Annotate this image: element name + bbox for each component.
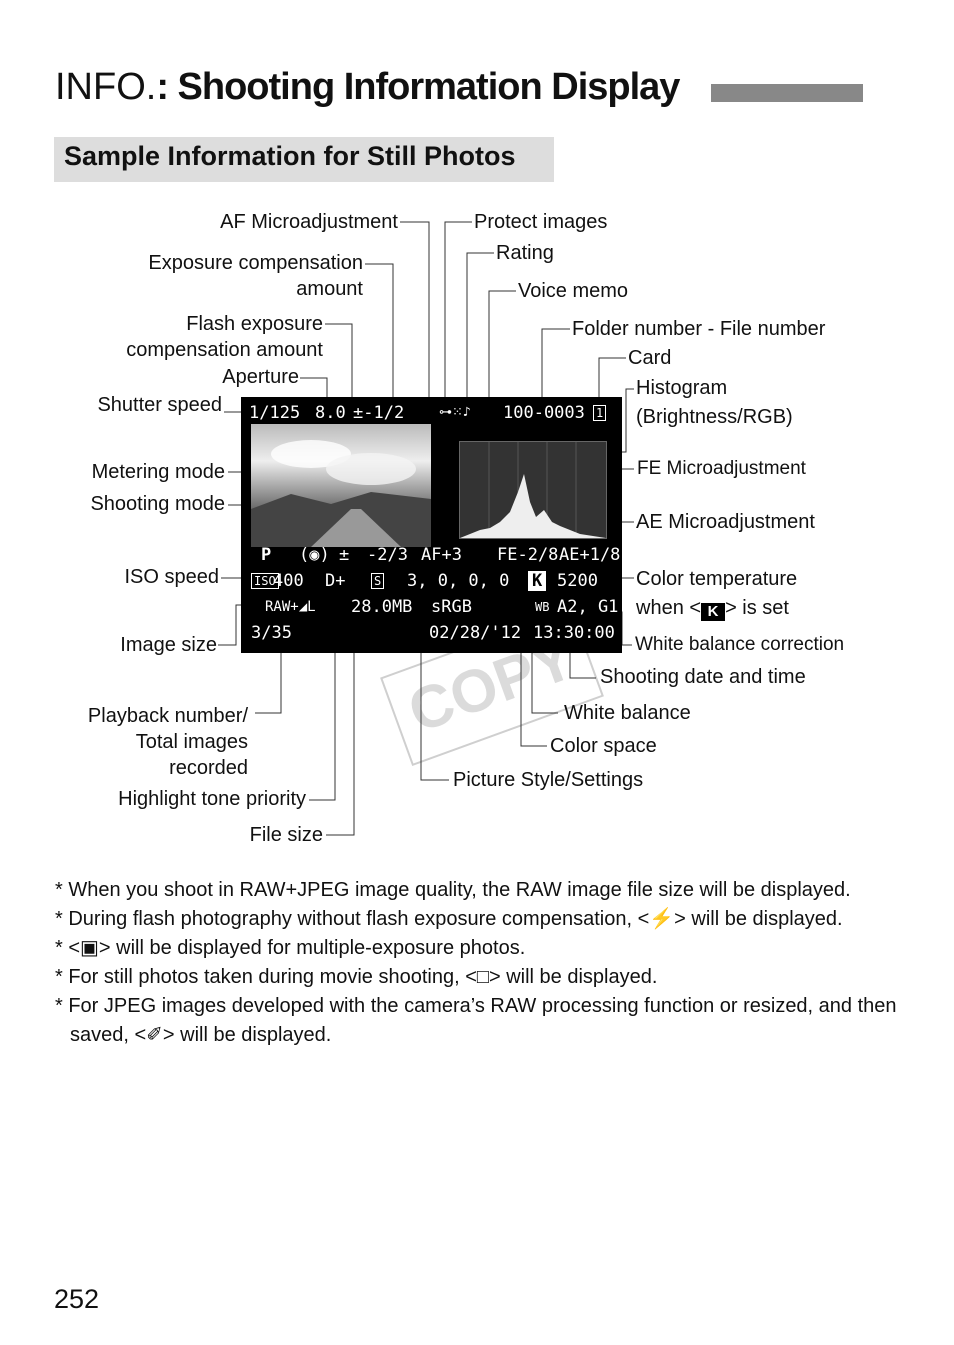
title-rule (711, 84, 863, 102)
section-header: Sample Information for Still Photos (64, 141, 516, 171)
footnotes: * When you shoot in RAW+JPEG image quali… (55, 876, 935, 1050)
label-flash-exposure-comp: Flash exposure compensation amount (126, 313, 323, 361)
label-fe-microadjustment: FE Microadjustment (637, 458, 806, 479)
screen-date: 02/28/'12 (429, 623, 522, 643)
label-image-size: Image size (120, 634, 217, 656)
screen-picture-style: 3, 0, 0, 0 (407, 571, 510, 591)
label-playback-number: Playback number/ Total images recorded (87, 705, 248, 779)
screen-highlight-tone: D+ (325, 571, 346, 591)
screen-ae-micro: AE+1/8 (559, 545, 621, 565)
info-button-icon: INFO. (55, 66, 157, 108)
screen-exp-comp: ±-1/2 (353, 403, 405, 423)
screen-wb-icon: WB (535, 600, 550, 614)
label-color-space: Color space (550, 735, 657, 757)
screen-aperture: 8.0 (315, 403, 346, 423)
label-shooting-date-time: Shooting date and time (600, 666, 806, 688)
screen-flash-comp-icon: ± (339, 545, 350, 565)
footnote: * For still photos taken during movie sh… (55, 966, 658, 988)
label-shutter-speed: Shutter speed (97, 394, 222, 416)
screen-af-micro: AF+3 (421, 545, 462, 565)
screen-style-icon: S (371, 573, 385, 589)
label-file-size: File size (249, 824, 323, 846)
section-header-bg (54, 137, 554, 182)
screen-protect-rating-icons: ⊶⁙♪ (439, 405, 471, 420)
label-shooting-mode: Shooting mode (90, 493, 225, 515)
color-temp-k-icon: K (701, 603, 726, 621)
histogram-graph (460, 442, 606, 538)
screen-folder-file: 100-0003 (503, 403, 585, 423)
label-color-temperature: Color temperature when <K> is set (636, 568, 798, 621)
photo-thumbnail (251, 424, 431, 547)
screen-flash-comp: -2/3 (367, 545, 408, 565)
footnote: * When you shoot in RAW+JPEG image quali… (55, 879, 851, 901)
label-histogram: Histogram (Brightness/RGB) (636, 377, 793, 428)
label-ae-microadjustment: AE Microadjustment (636, 511, 815, 533)
label-white-balance: White balance (564, 702, 691, 724)
screen-color-temp: 5200 (557, 571, 598, 591)
page-number: 252 (54, 1284, 100, 1314)
page-title: INFO.: Shooting Information Display (55, 66, 680, 108)
screen-time: 13:30:00 (533, 623, 615, 643)
screen-shutter: 1/125 (249, 403, 301, 423)
label-card: Card (628, 347, 672, 369)
screen-color-space: sRGB (431, 597, 472, 617)
label-protect-images: Protect images (474, 211, 608, 233)
label-iso-speed: ISO speed (124, 566, 219, 588)
label-voice-memo: Voice memo (518, 280, 629, 302)
screen-quality: RAW+◢L (265, 599, 316, 615)
label-rating: Rating (496, 242, 554, 264)
camera-lcd-screen: 1/125 8.0 ±-1/2 ⊶⁙♪ 100-0003 1 P (◉) ± -… (241, 397, 622, 653)
label-metering-mode: Metering mode (91, 461, 225, 483)
footnote: * During flash photography without flash… (55, 908, 843, 930)
footnote: * <▣> will be displayed for multiple-exp… (55, 937, 526, 959)
screen-fe-micro: FE-2/8 (497, 545, 559, 565)
screen-card-icon: 1 (593, 405, 607, 421)
label-folder-file-number: Folder number - File number (572, 318, 826, 340)
label-aperture: Aperture (222, 366, 299, 388)
screen-file-size: 28.0MB (351, 597, 413, 617)
label-picture-style: Picture Style/Settings (453, 769, 644, 791)
screen-k-icon: K (528, 571, 547, 591)
screen-playback: 3/35 (251, 623, 292, 643)
footnote: * For JPEG images developed with the cam… (55, 995, 897, 1046)
label-wb-correction: White balance correction (635, 634, 845, 655)
label-highlight-tone: Highlight tone priority (118, 788, 306, 810)
screen-wb-correction: A2, G1 (557, 597, 619, 617)
screen-iso: 400 (273, 571, 304, 591)
label-af-microadjustment: AF Microadjustment (220, 211, 398, 233)
label-exposure-comp: Exposure compensation amount (148, 252, 363, 300)
screen-metering-icon: (◉) (299, 545, 330, 565)
screen-iso-icon: ISO (251, 573, 279, 589)
screen-mode: P (261, 545, 272, 565)
photo-scene (251, 440, 431, 547)
histogram-panel (459, 441, 607, 539)
